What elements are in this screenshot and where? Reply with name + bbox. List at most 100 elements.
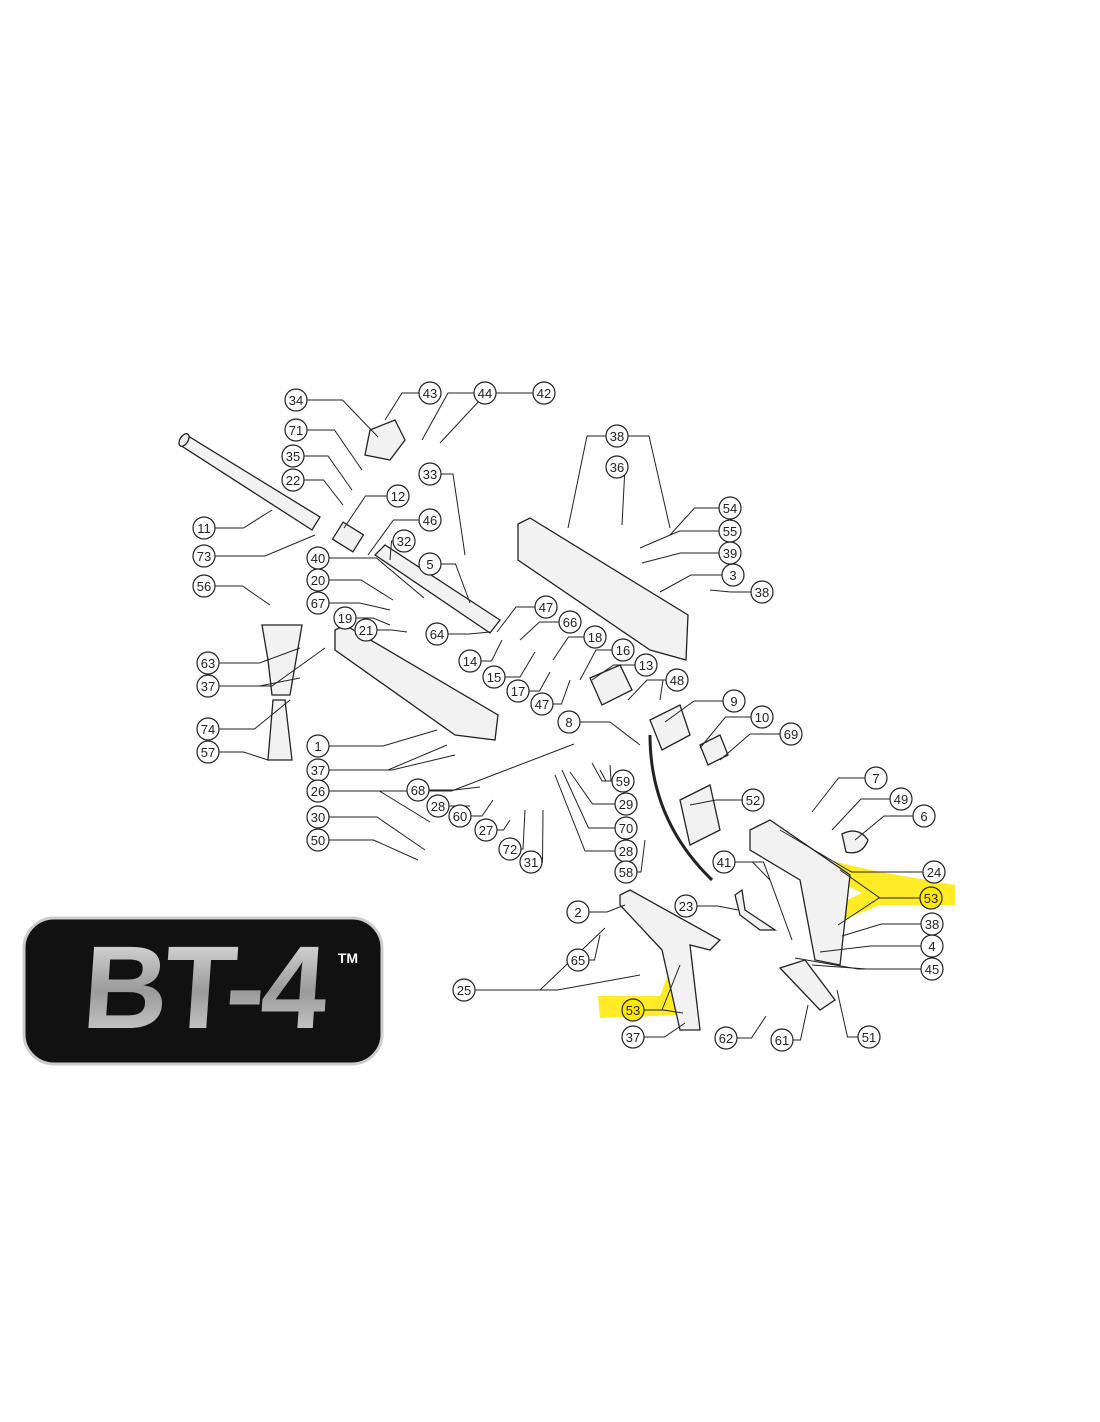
callout-number: 60 (453, 809, 467, 824)
callout-number: 73 (197, 549, 211, 564)
callout-number: 54 (723, 501, 737, 516)
callout-circle (665, 668, 689, 692)
callout-circle (718, 496, 742, 520)
callout-circle (566, 900, 590, 924)
callout-circle (519, 850, 543, 874)
callout-number: 46 (423, 513, 437, 528)
callout-circle (418, 462, 442, 486)
callout-circle (605, 424, 629, 448)
callout-circle (779, 722, 803, 746)
callout-circle (721, 563, 745, 587)
leader-line (521, 809, 526, 850)
rear-upper-receiver (517, 517, 689, 661)
callout-40: 40 (306, 546, 330, 570)
callout-circle (418, 381, 442, 405)
callout-number: 65 (571, 953, 585, 968)
callout-59: 59 (611, 769, 635, 793)
callout-68: 68 (406, 778, 430, 802)
callout-circle (714, 1026, 738, 1050)
callout-number: 45 (925, 962, 939, 977)
leader-line (567, 435, 606, 529)
callout-number: 19 (338, 611, 352, 626)
callout-19: 19 (333, 606, 357, 630)
callout-circle (418, 508, 442, 532)
callout-number: 28 (431, 799, 445, 814)
callout-circle (614, 816, 638, 840)
callout-28: 28 (614, 839, 638, 863)
callout-circle (920, 934, 944, 958)
callout-34: 34 (284, 388, 308, 412)
callout-number: 16 (616, 643, 630, 658)
leader-line (639, 530, 719, 549)
leader-line (837, 897, 920, 926)
callout-circle (196, 651, 220, 675)
callout-11: 11 (192, 516, 216, 540)
front-grip-frame (619, 889, 722, 1031)
callout-53: 53 (919, 886, 943, 910)
callout-number: 56 (197, 579, 211, 594)
callout-number: 11 (197, 521, 211, 536)
callout-number: 9 (730, 694, 737, 709)
leader-line (448, 631, 491, 635)
callout-24: 24 (922, 860, 946, 884)
callout-38: 38 (750, 580, 774, 604)
callout-8: 8 (557, 710, 581, 734)
callout-number: 14 (463, 654, 477, 669)
callout-circle (498, 837, 522, 861)
callout-number: 24 (927, 865, 941, 880)
callout-10: 10 (750, 705, 774, 729)
callout-circle (196, 717, 220, 741)
callout-number: 57 (201, 745, 215, 760)
leader-line (709, 589, 751, 593)
callout-number: 5 (426, 557, 433, 572)
callout-61: 61 (770, 1028, 794, 1052)
callout-number: 40 (311, 551, 325, 566)
leader-line (219, 751, 269, 761)
callout-circle (392, 529, 416, 553)
rear-grip-frame (749, 819, 851, 966)
callout-73: 73 (192, 544, 216, 568)
logo-trademark: TM (337, 950, 358, 966)
callout-circle (406, 778, 430, 802)
callout-circle (448, 804, 472, 828)
callout-circle (354, 618, 378, 642)
callout-number: 74 (201, 722, 215, 737)
callout-circle (614, 792, 638, 816)
callout-23: 23 (674, 894, 698, 918)
leader-line (591, 664, 635, 681)
callout-number: 59 (616, 774, 630, 789)
callout-29: 29 (614, 792, 638, 816)
callout-circle (605, 455, 629, 479)
bt4-logo: BT-4 TM (22, 916, 384, 1066)
leader-line (215, 509, 273, 529)
callout-72: 72 (498, 837, 522, 861)
callout-2: 2 (566, 900, 590, 924)
leader-line (699, 716, 751, 749)
leader-line (664, 700, 723, 723)
leader-line (554, 774, 615, 852)
upper-tube (373, 544, 501, 634)
callout-9: 9 (722, 689, 746, 713)
callout-number: 41 (717, 855, 731, 870)
callout-circle (284, 418, 308, 442)
callout-66: 66 (558, 610, 582, 634)
hose (648, 734, 714, 882)
callout-circle (196, 674, 220, 698)
callout-51: 51 (857, 1025, 881, 1049)
hammer (699, 734, 729, 766)
callout-number: 27 (479, 823, 493, 838)
callout-38: 38 (920, 912, 944, 936)
leader-line (644, 1009, 684, 1014)
highlight-right (835, 862, 955, 925)
callout-number: 63 (201, 656, 215, 671)
leader-line (627, 679, 666, 701)
callout-circle (284, 388, 308, 412)
barrel-adapter (331, 521, 365, 553)
callout-number: 49 (894, 792, 908, 807)
callout-36: 36 (605, 455, 629, 479)
callout-number: 17 (511, 684, 525, 699)
leader-line (811, 964, 921, 970)
callout-circle (506, 679, 530, 703)
callout-35: 35 (281, 444, 305, 468)
callout-number: 18 (588, 630, 602, 645)
